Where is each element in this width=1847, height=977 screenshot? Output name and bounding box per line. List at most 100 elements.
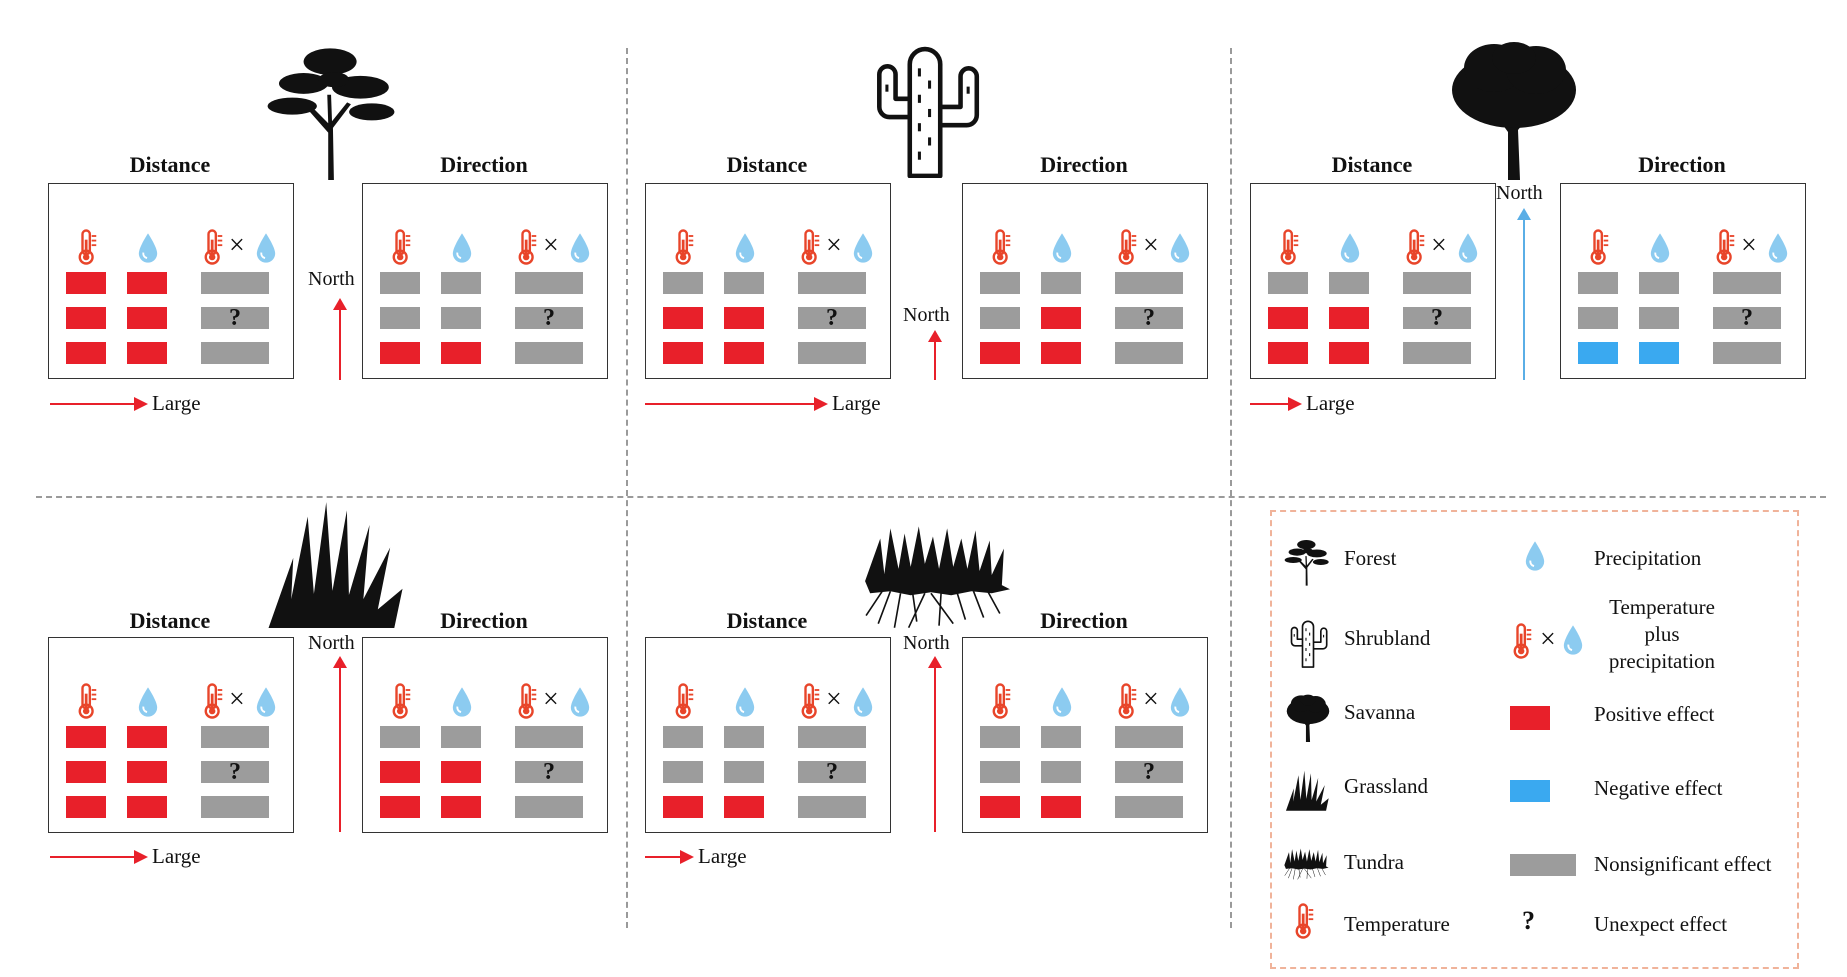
effect-cell-positive [980,796,1020,818]
north-arrow [333,656,347,832]
water-drop-icon [734,686,756,718]
times-symbol: × [229,684,245,715]
direction-title: Direction [1638,152,1726,177]
effect-cell-negative [1639,342,1679,364]
effect-cell-nonsignificant [1041,272,1081,294]
effect-cell-nonsignificant [201,272,269,294]
effect-cell-positive [1268,342,1308,364]
divider-vertical-2 [1230,48,1232,928]
effect-cell-positive [127,342,167,364]
effect-cell-nonsignificant [201,796,269,818]
effect-cell-positive [66,761,106,783]
effect-cell-nonsignificant [380,272,420,294]
water-drop-icon [852,232,874,264]
water-drop-icon [451,686,473,718]
effect-cell-nonsignificant [201,726,269,748]
savanna-tree-icon [1284,536,1330,586]
water-drop-icon [1169,686,1191,718]
direction-box: ×? [962,183,1208,379]
effect-cell-nonsignificant [798,796,866,818]
times-symbol: × [543,684,559,715]
effect-cell-positive [127,272,167,294]
thermometer-icon [1405,228,1427,266]
effect-cell-unexpected [201,761,269,783]
legend-negative-swatch [1510,780,1550,802]
water-drop-icon [137,232,159,264]
effect-cell-nonsignificant [1403,272,1471,294]
north-label: North [903,304,950,326]
effect-cell-positive [724,307,764,329]
effect-cell-unexpected [1115,761,1183,783]
effect-cell-nonsignificant [515,796,583,818]
divider-horizontal [36,496,1826,498]
effect-cell-positive [980,342,1020,364]
unexpected-question-mark: ? [826,759,838,785]
thermometer-icon [203,682,225,720]
direction-box: ×? [1560,183,1806,379]
times-symbol: × [826,230,842,261]
times-symbol: × [1143,230,1159,261]
legend-savanna-label: Savanna [1344,700,1416,724]
water-drop-icon [569,232,591,264]
effect-cell-positive [441,761,481,783]
effect-cell-positive [66,307,106,329]
legend-nonsignificant-swatch [1510,854,1576,876]
north-label: North [308,268,355,290]
effect-cell-nonsignificant [724,272,764,294]
direction-box: ×? [362,637,608,833]
water-drop-icon [1457,232,1479,264]
effect-cell-positive [127,307,167,329]
legend: Forest Shrubland Savanna Grassland Tundr… [1270,510,1799,969]
thermometer-icon [991,228,1013,266]
effect-cell-nonsignificant [798,342,866,364]
water-drop-icon [1767,232,1789,264]
effect-cell-nonsignificant [441,307,481,329]
effect-cell-nonsignificant [201,342,269,364]
effect-cell-positive [127,761,167,783]
effect-cell-nonsignificant [1578,272,1618,294]
north-arrow [1517,208,1531,380]
direction-title: Direction [440,152,528,177]
north-arrow [928,656,942,832]
thermometer-icon [800,682,822,720]
effect-cell-positive [1329,342,1369,364]
thermometer-icon [517,228,539,266]
effect-cell-positive [663,796,703,818]
thermometer-icon [991,682,1013,720]
effect-cell-positive [66,272,106,294]
distance-box: ×? [1250,183,1496,379]
unexpected-question-mark: ? [543,759,555,785]
large-arrow [645,397,828,411]
legend-temp-precip-line3: precipitation [1608,649,1716,673]
unexpected-question-mark: ? [1143,759,1155,785]
effect-cell-nonsignificant [1115,342,1183,364]
unexpected-question-mark: ? [229,305,241,331]
effect-cell-nonsignificant [1115,272,1183,294]
water-drop-icon [1524,540,1546,572]
effect-cell-positive [1329,307,1369,329]
legend-precipitation-label: Precipitation [1594,546,1702,570]
effect-cell-positive [380,761,420,783]
legend-shrubland-label: Shrubland [1344,626,1431,650]
large-label: Large [152,391,201,415]
cactus-icon [860,46,990,178]
effect-cell-unexpected [515,307,583,329]
legend-grassland-label: Grassland [1344,774,1428,798]
unexpected-question-mark: ? [229,759,241,785]
direction-box: ×? [362,183,608,379]
effect-cell-nonsignificant [1713,272,1781,294]
direction-title: Direction [440,608,528,633]
effect-cell-positive [1041,342,1081,364]
thermometer-icon [1294,902,1316,940]
large-arrow [50,397,148,411]
thermometer-icon [1279,228,1301,266]
water-drop-icon [852,686,874,718]
effect-cell-positive [663,307,703,329]
effect-cell-nonsignificant [380,307,420,329]
thermometer-icon [800,228,822,266]
effect-cell-positive [1268,307,1308,329]
cactus-icon [1286,620,1330,668]
legend-forest-label: Forest [1344,546,1397,570]
large-arrow [645,850,694,864]
unexpected-question-mark: ? [1143,305,1155,331]
